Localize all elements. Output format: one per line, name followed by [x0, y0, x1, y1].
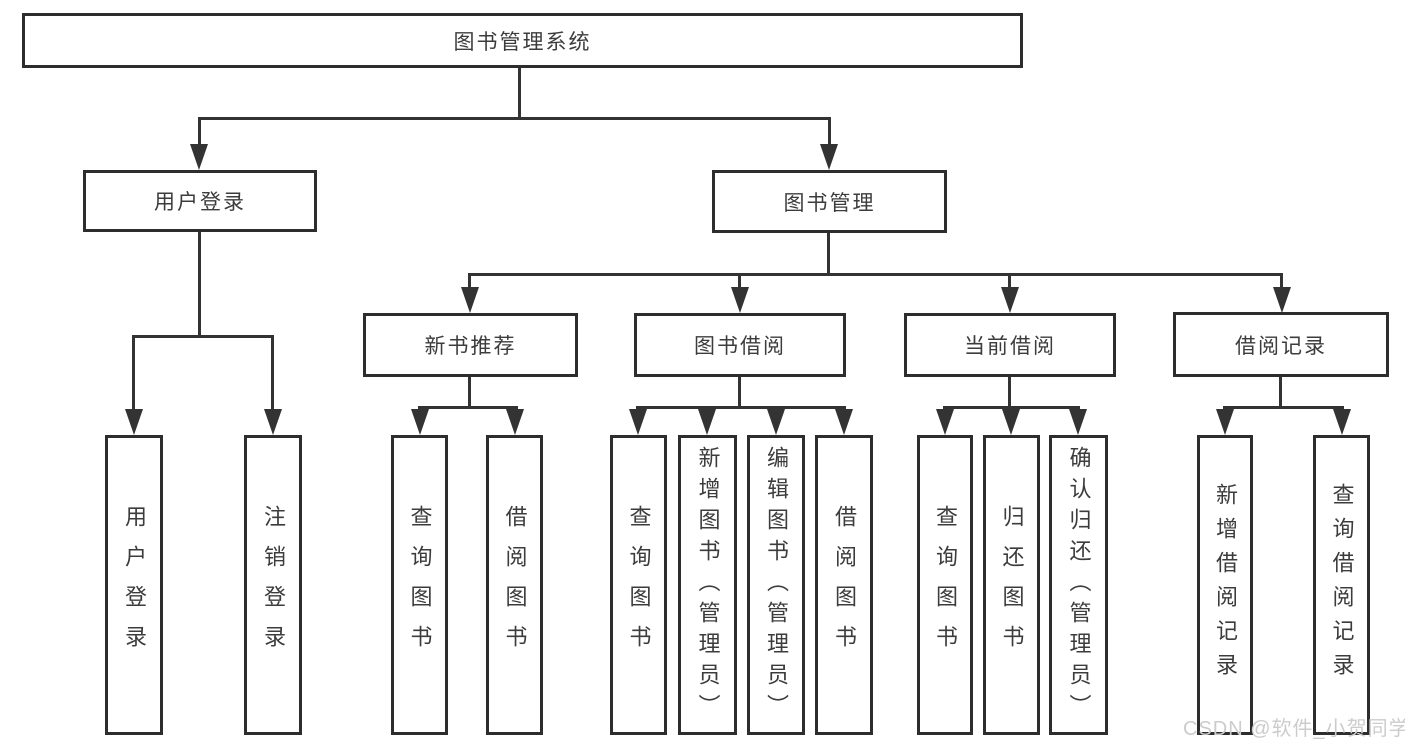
- connector-borrow-records-hline: [1223, 406, 1344, 409]
- connector-to-current-borrow: [1008, 273, 1011, 289]
- arrow-down-icon: [731, 287, 749, 313]
- csdn-watermark: CSDN @软件_小贺同学: [1183, 718, 1405, 740]
- connector-level1-hline: [198, 117, 831, 120]
- arrow-down-icon: [835, 409, 853, 435]
- connector-to-leaf-login: [132, 335, 135, 411]
- arrow-down-icon: [411, 409, 429, 435]
- arrow-down-icon: [1001, 287, 1019, 313]
- connector-to-borrow-records: [1280, 273, 1283, 289]
- arrow-down-icon: [1216, 409, 1234, 435]
- arrow-down-icon: [190, 144, 208, 170]
- connector-new-book-hline: [418, 406, 518, 409]
- connector-new-book-stem: [468, 377, 471, 408]
- leaf-borrow-book-recommend: 借阅图书: [486, 435, 543, 735]
- node-new-book-recommend-label: 新书推荐: [424, 335, 517, 358]
- arrow-down-icon: [1333, 409, 1351, 435]
- arrow-down-icon: [767, 409, 785, 435]
- leaf-edit-book-admin: 编辑图书（管理员）: [747, 435, 805, 735]
- leaf-borrow-book: 借阅图书: [815, 435, 873, 735]
- arrow-down-icon: [506, 409, 524, 435]
- node-book-borrow: 图书借阅: [634, 313, 846, 377]
- connector-to-user-login: [198, 117, 201, 145]
- leaf-add-book-admin: 新增图书（管理员）: [678, 435, 737, 735]
- node-current-borrow-label: 当前借阅: [964, 335, 1056, 358]
- leaf-query-book-recommend: 查询图书: [391, 435, 448, 735]
- connector-to-book-borrow: [738, 273, 741, 289]
- connector-current-borrow-hline: [943, 406, 1080, 409]
- connector-to-book-management: [828, 117, 831, 145]
- connector-user-login-hline: [132, 335, 274, 338]
- node-root-label: 图书管理系统: [453, 30, 592, 54]
- leaf-user-login: 用户登录: [105, 435, 163, 735]
- node-current-borrow: 当前借阅: [904, 313, 1116, 377]
- leaf-query-book-borrow: 查询图书: [610, 435, 667, 735]
- node-book-management-label: 图书管理: [783, 191, 876, 215]
- arrow-down-icon: [698, 409, 716, 435]
- leaf-query-borrow-record: 查询借阅记录: [1313, 435, 1370, 735]
- connector-borrow-records-stem: [1279, 377, 1282, 408]
- leaf-query-book-current: 查询图书: [917, 435, 973, 735]
- connector-book-borrow-stem: [738, 377, 741, 408]
- leaf-return-book: 归还图书: [983, 435, 1040, 735]
- connector-root-stem: [518, 68, 521, 118]
- arrow-down-icon: [125, 409, 143, 435]
- node-borrow-records: 借阅记录: [1173, 312, 1389, 377]
- node-user-login: 用户登录: [83, 170, 317, 232]
- arrow-down-icon: [264, 409, 282, 435]
- connector-user-login-stem: [198, 232, 201, 337]
- arrow-down-icon: [820, 144, 838, 170]
- node-book-management: 图书管理: [712, 170, 947, 233]
- connector-book-management-stem: [827, 233, 830, 275]
- node-book-borrow-label: 图书借阅: [694, 335, 786, 358]
- leaf-logout: 注销登录: [244, 435, 302, 735]
- connector-current-borrow-stem: [1008, 377, 1011, 408]
- node-borrow-records-label: 借阅记录: [1235, 334, 1327, 358]
- leaf-confirm-return-admin: 确认归还（管理员）: [1049, 435, 1108, 735]
- connector-level3-hline: [468, 273, 1283, 276]
- arrow-down-icon: [1002, 409, 1020, 435]
- arrow-down-icon: [1069, 409, 1087, 435]
- node-new-book-recommend: 新书推荐: [363, 313, 578, 377]
- node-user-login-label: 用户登录: [154, 191, 246, 214]
- arrow-down-icon: [461, 287, 479, 313]
- node-root: 图书管理系统: [22, 13, 1023, 68]
- arrow-down-icon: [1273, 287, 1291, 313]
- arrow-down-icon: [629, 409, 647, 435]
- leaf-add-borrow-record: 新增借阅记录: [1197, 435, 1253, 735]
- connector-to-leaf-logout: [271, 335, 274, 411]
- arrow-down-icon: [936, 409, 954, 435]
- connector-to-new-book: [468, 273, 471, 289]
- connector-book-borrow-hline: [636, 406, 846, 409]
